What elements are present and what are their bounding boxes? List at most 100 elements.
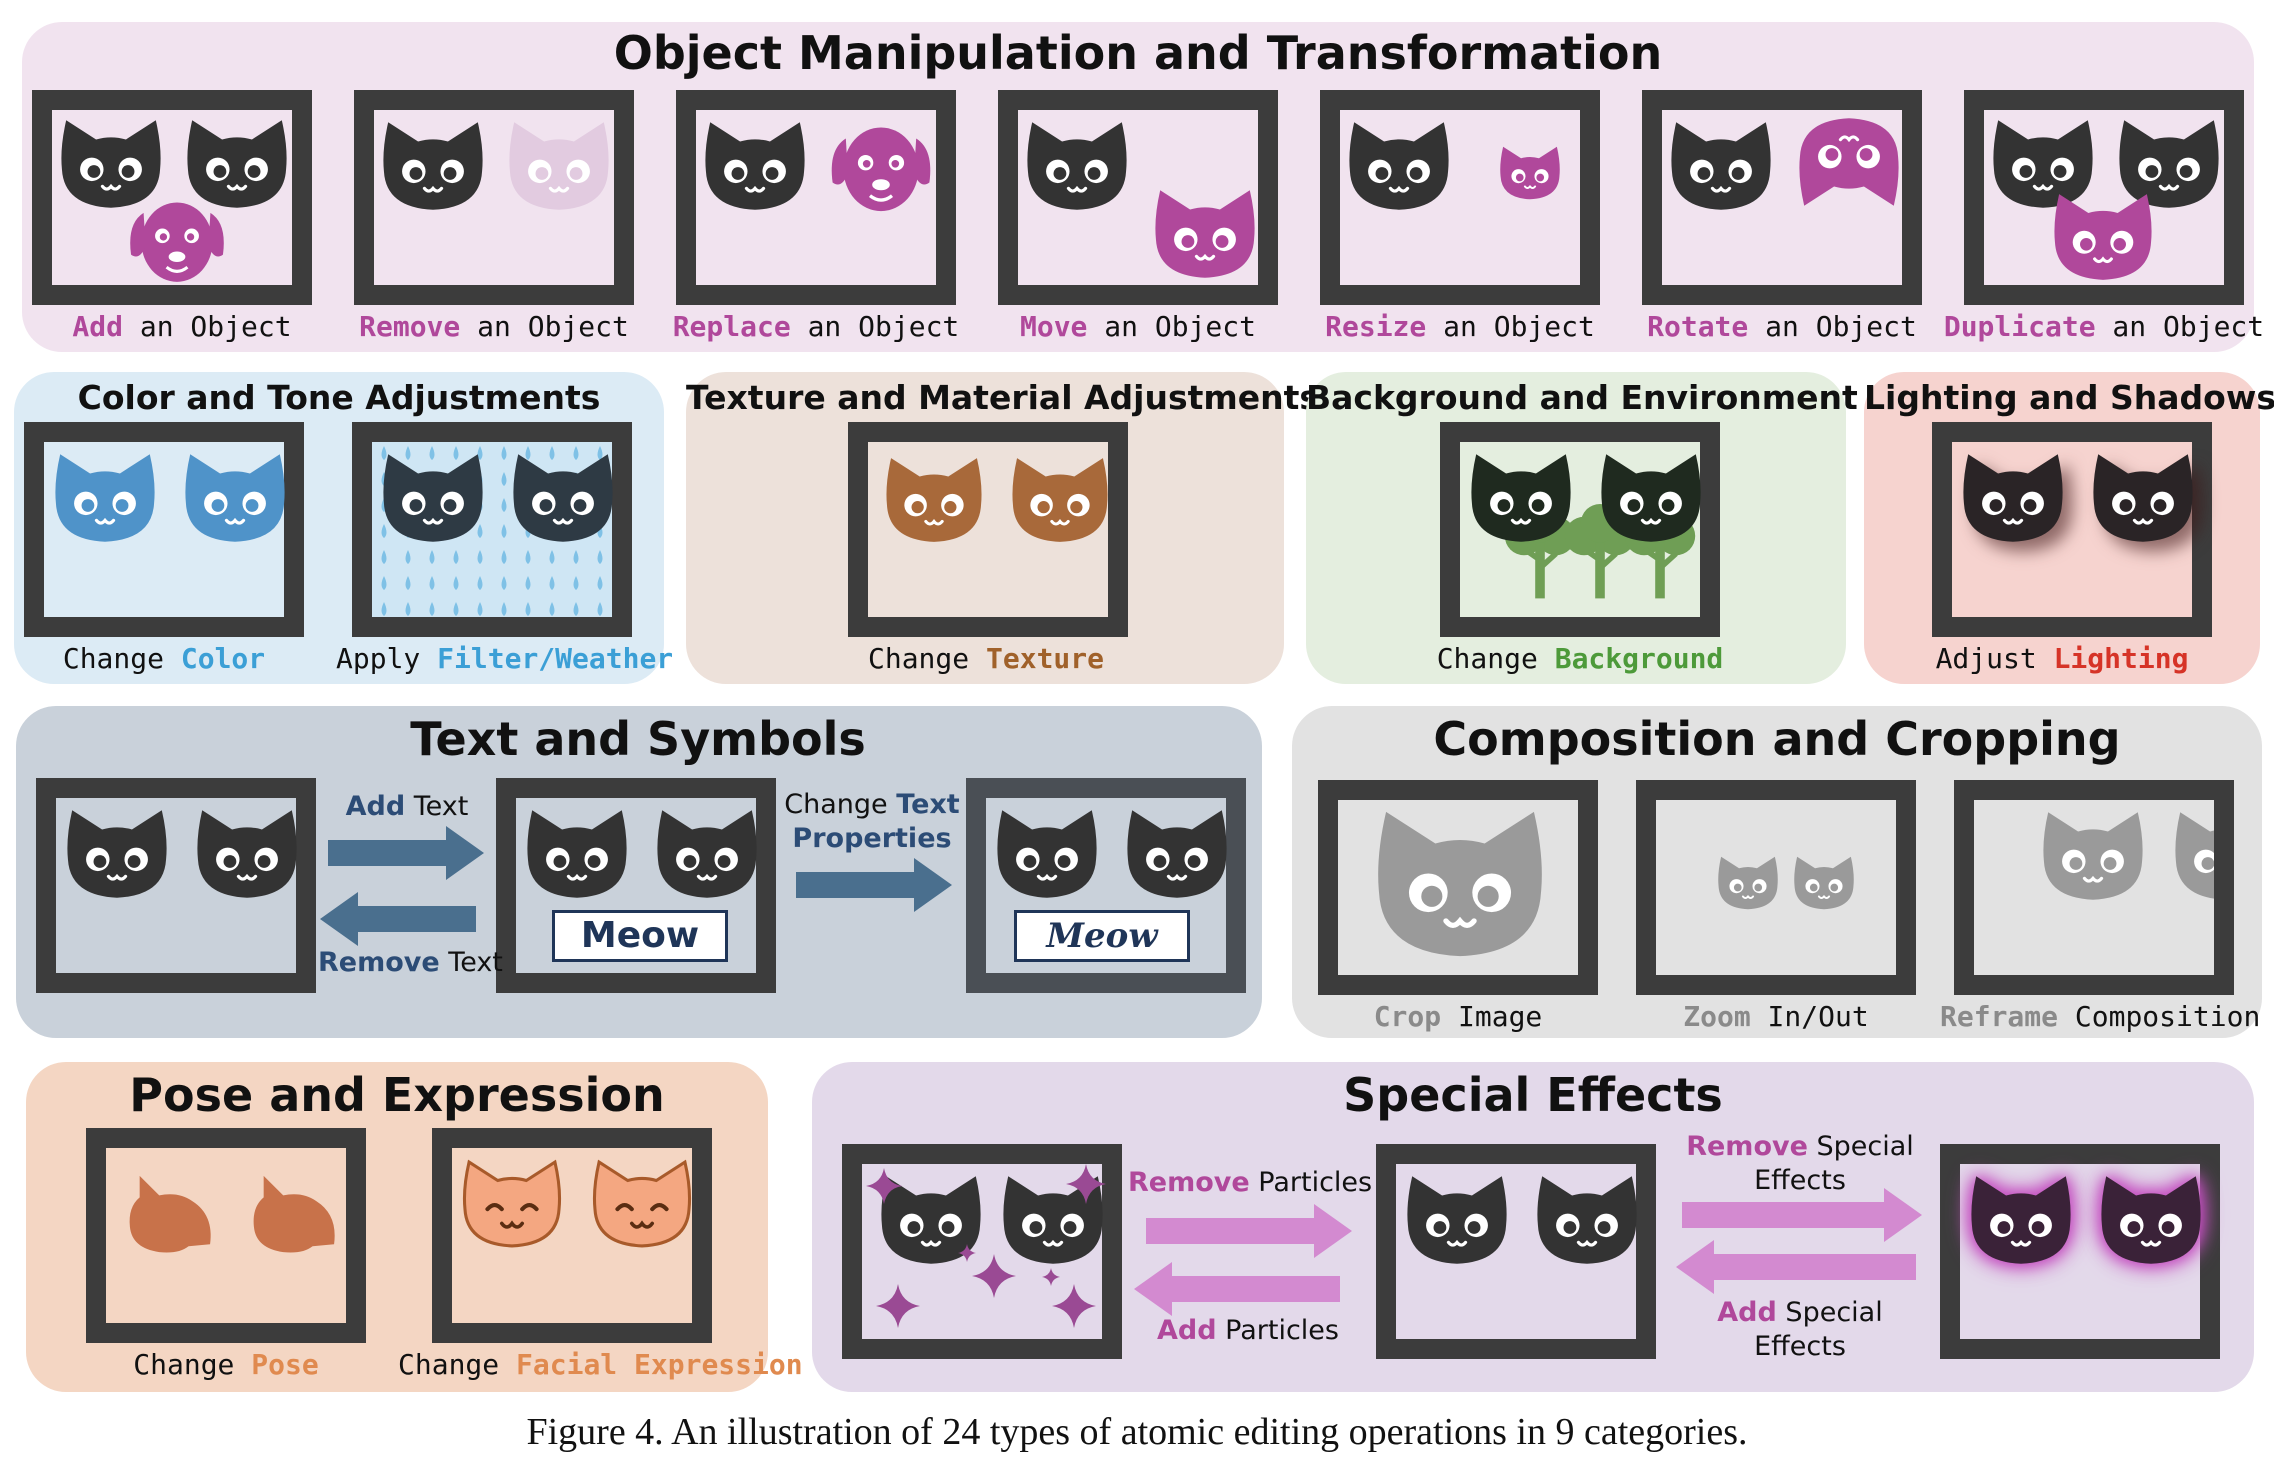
caption-replace-object: Replace an Object [672,310,960,343]
caption-zoom: Zoom In/Out [1683,1000,1869,1033]
panel-title: Pose and Expression [129,1068,665,1122]
left-arrow-icon [320,892,476,946]
black-cat-icon [1532,1172,1642,1268]
black-cat-icon [378,118,488,214]
object-resize-frame [1320,90,1600,305]
glow-effects-frame [1940,1144,2220,1359]
wooden-cat-icon [882,454,986,546]
right-arrow-icon [1682,1188,1922,1242]
remove-effects-label: Remove Special Effects [1686,1131,1914,1196]
blue-cat-icon [50,450,160,546]
faded-cat-icon [504,118,614,214]
zoom-frame [1636,780,1916,995]
add-particles-label: Add Particles [1157,1315,1339,1346]
caption-move-object: Move an Object [1019,310,1256,343]
caption-change-texture: Change Texture [867,642,1105,675]
rotated-purple-cat-icon [1794,114,1904,210]
color-change-frame [24,422,304,637]
large-gray-cat-icon [1372,802,1548,966]
sparkle-icon [958,1244,976,1262]
remove-text-label: Remove Text [318,947,503,978]
black-cat-icon [1022,118,1132,214]
change-text-properties-label: Change Text Properties [784,789,960,854]
text-added-frame: Meow [496,778,776,993]
add-effects-label: Add Special Effects [1717,1297,1883,1362]
caption-adjust-lighting: Adjust Lighting [1935,642,2189,675]
expression-frame [432,1128,712,1343]
text-source-frame [36,778,316,993]
black-cat-icon [652,806,762,902]
particles-frame [842,1144,1122,1359]
black-cat-icon [1596,450,1706,546]
caption-apply-filter: Apply Filter/Weather [336,642,674,675]
caption-reframe: Reframe Composition [1940,1000,2261,1033]
caption-crop-image: Crop Image [1373,1000,1543,1033]
remove-particles-label: Remove Particles [1128,1167,1373,1198]
smiling-cat-icon [590,1158,694,1250]
text-styled-frame: Meow [966,778,1246,993]
small-gray-cat-icon [1792,854,1856,912]
object-duplicate-frame [1964,90,2244,305]
texture-frame [848,422,1128,637]
caption-rotate-object: Rotate an Object [1647,310,1917,343]
black-cat-icon [508,450,618,546]
caption-duplicate-object: Duplicate an Object [1943,310,2265,343]
sparkle-icon [1066,1164,1106,1204]
glowing-cat-icon [1966,1172,2076,1268]
panel-title: Object Manipulation and Transformation [613,26,1663,80]
glowing-cat-icon [2096,1172,2206,1268]
panel-title: Special Effects [1343,1068,1723,1122]
background-frame [1440,422,1720,637]
caption-change-pose: Change Pose [133,1348,319,1381]
caption-resize-object: Resize an Object [1325,310,1595,343]
black-cat-icon [192,806,302,902]
black-cat-icon [1122,806,1232,902]
black-cat-icon [522,806,632,902]
small-gray-cat-icon [1716,854,1780,912]
purple-dog-icon [124,192,230,286]
left-arrow-icon [1676,1240,1916,1294]
object-move-frame [998,90,1278,305]
gray-cat-icon [2038,808,2148,904]
panel-title: Text and Symbols [410,712,866,766]
black-cat-icon [1466,450,1576,546]
wooden-cat-icon [1008,454,1112,546]
sparkle-icon [866,1168,902,1204]
panel-title: Texture and Material Adjustments [686,378,1320,417]
panel-title: Color and Tone Adjustments [77,378,601,417]
shadowed-cat-icon [2088,450,2198,546]
panel-title: Composition and Cropping [1433,712,2121,766]
small-purple-cat-icon [1498,144,1562,202]
lighting-frame [1932,422,2212,637]
black-cat-icon [378,450,488,546]
caption-add-object: Add an Object [72,310,292,343]
styled-meow-text-box: Meow [1014,910,1190,962]
object-add-frame [32,90,312,305]
right-arrow-icon [1146,1204,1352,1258]
black-cat-icon [62,806,172,902]
sparkle-icon [1042,1268,1060,1286]
sparkle-icon [972,1254,1016,1298]
shadowed-cat-icon [1958,450,2068,546]
caption-change-color: Change Color [62,642,266,675]
panel-title: Background and Environment [1306,378,1858,417]
blue-cat-icon [180,450,290,546]
meow-text-box: Meow [552,910,728,962]
caption-change-expression: Change Facial Expression [398,1348,803,1381]
crop-frame [1318,780,1598,995]
purple-cat-icon [2050,190,2156,284]
cat-side-silhouette-icon [244,1168,342,1256]
add-text-label: Add Text [345,791,469,822]
left-arrow-icon [1134,1262,1340,1316]
black-cat-icon [1344,118,1454,214]
smiling-cat-icon [460,1158,564,1250]
black-cat-icon [1402,1172,1512,1268]
pose-frame [86,1128,366,1343]
object-replace-frame [676,90,956,305]
gray-cat-icon [2170,808,2234,904]
right-arrow-icon [328,826,484,880]
purple-cat-icon [1150,186,1260,282]
object-remove-frame [354,90,634,305]
right-arrow-icon [796,858,952,912]
object-rotate-frame [1642,90,1922,305]
